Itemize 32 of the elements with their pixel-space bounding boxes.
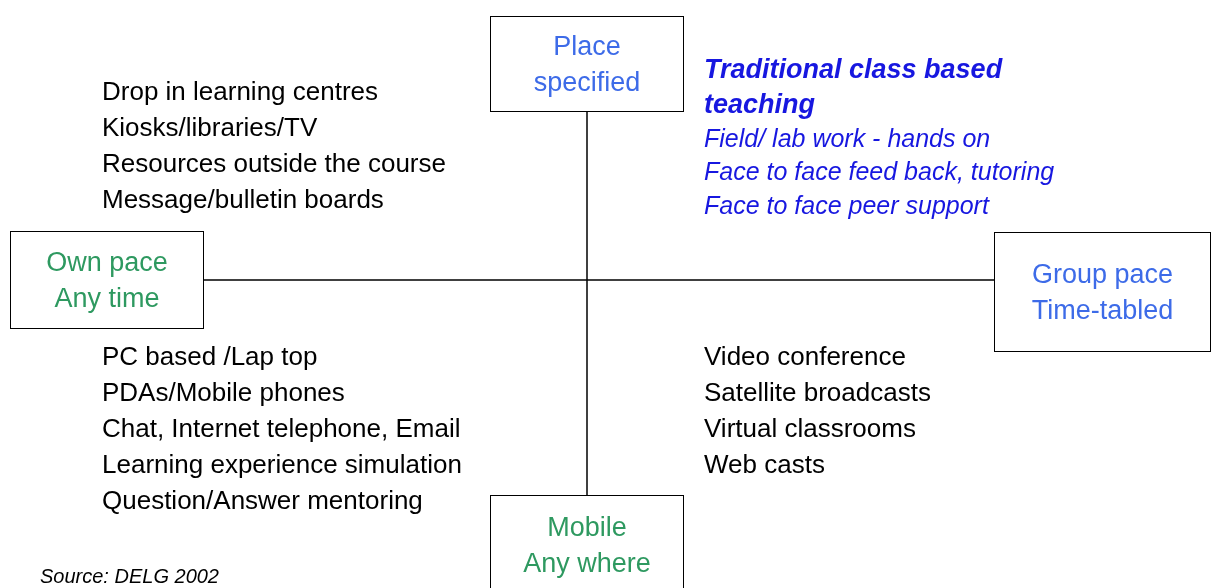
axis-label: Time-tabled	[1031, 294, 1174, 327]
list-item: Traditional class based teaching	[704, 53, 1004, 121]
list-item: Kiosks/libraries/TV	[102, 112, 318, 142]
axis-label-box	[490, 16, 684, 112]
connector-line	[586, 111, 588, 496]
list-item: Learning experience simulation	[102, 449, 462, 479]
axis-label-box	[994, 232, 1211, 352]
list-item: Virtual classrooms	[704, 413, 916, 443]
list-item: Message/bulletin boards	[102, 184, 384, 214]
list-item: Satellite broadcasts	[704, 377, 931, 407]
axis-label: Group pace	[1031, 258, 1174, 291]
axis-label-box	[490, 495, 684, 588]
list-item: PC based /Lap top	[102, 341, 318, 371]
source-note: Source: DELG 2002	[40, 564, 219, 588]
list-item: PDAs/Mobile phones	[102, 377, 345, 407]
axis-label: Mobile	[547, 511, 627, 544]
list-item: Video conference	[704, 341, 906, 371]
list-item: Question/Answer mentoring	[102, 485, 423, 515]
list-item: Web casts	[704, 449, 825, 479]
axis-label: Any time	[54, 282, 160, 315]
axis-label: specified	[533, 66, 641, 99]
list-item: Drop in learning centres	[102, 76, 379, 106]
list-item: Face to face peer support	[704, 190, 989, 220]
list-item: Chat, Internet telephone, Email	[102, 413, 461, 443]
list-item: Face to face feed back, tutoring	[704, 156, 1055, 186]
list-item: Field/ lab work - hands on	[704, 123, 991, 153]
list-item: Resources outside the course	[102, 148, 446, 178]
axis-label: Any where	[523, 547, 651, 580]
connector-line	[203, 279, 995, 281]
axis-label: Place	[553, 30, 621, 63]
axis-label-box	[10, 231, 204, 329]
axis-label: Own pace	[46, 246, 168, 279]
